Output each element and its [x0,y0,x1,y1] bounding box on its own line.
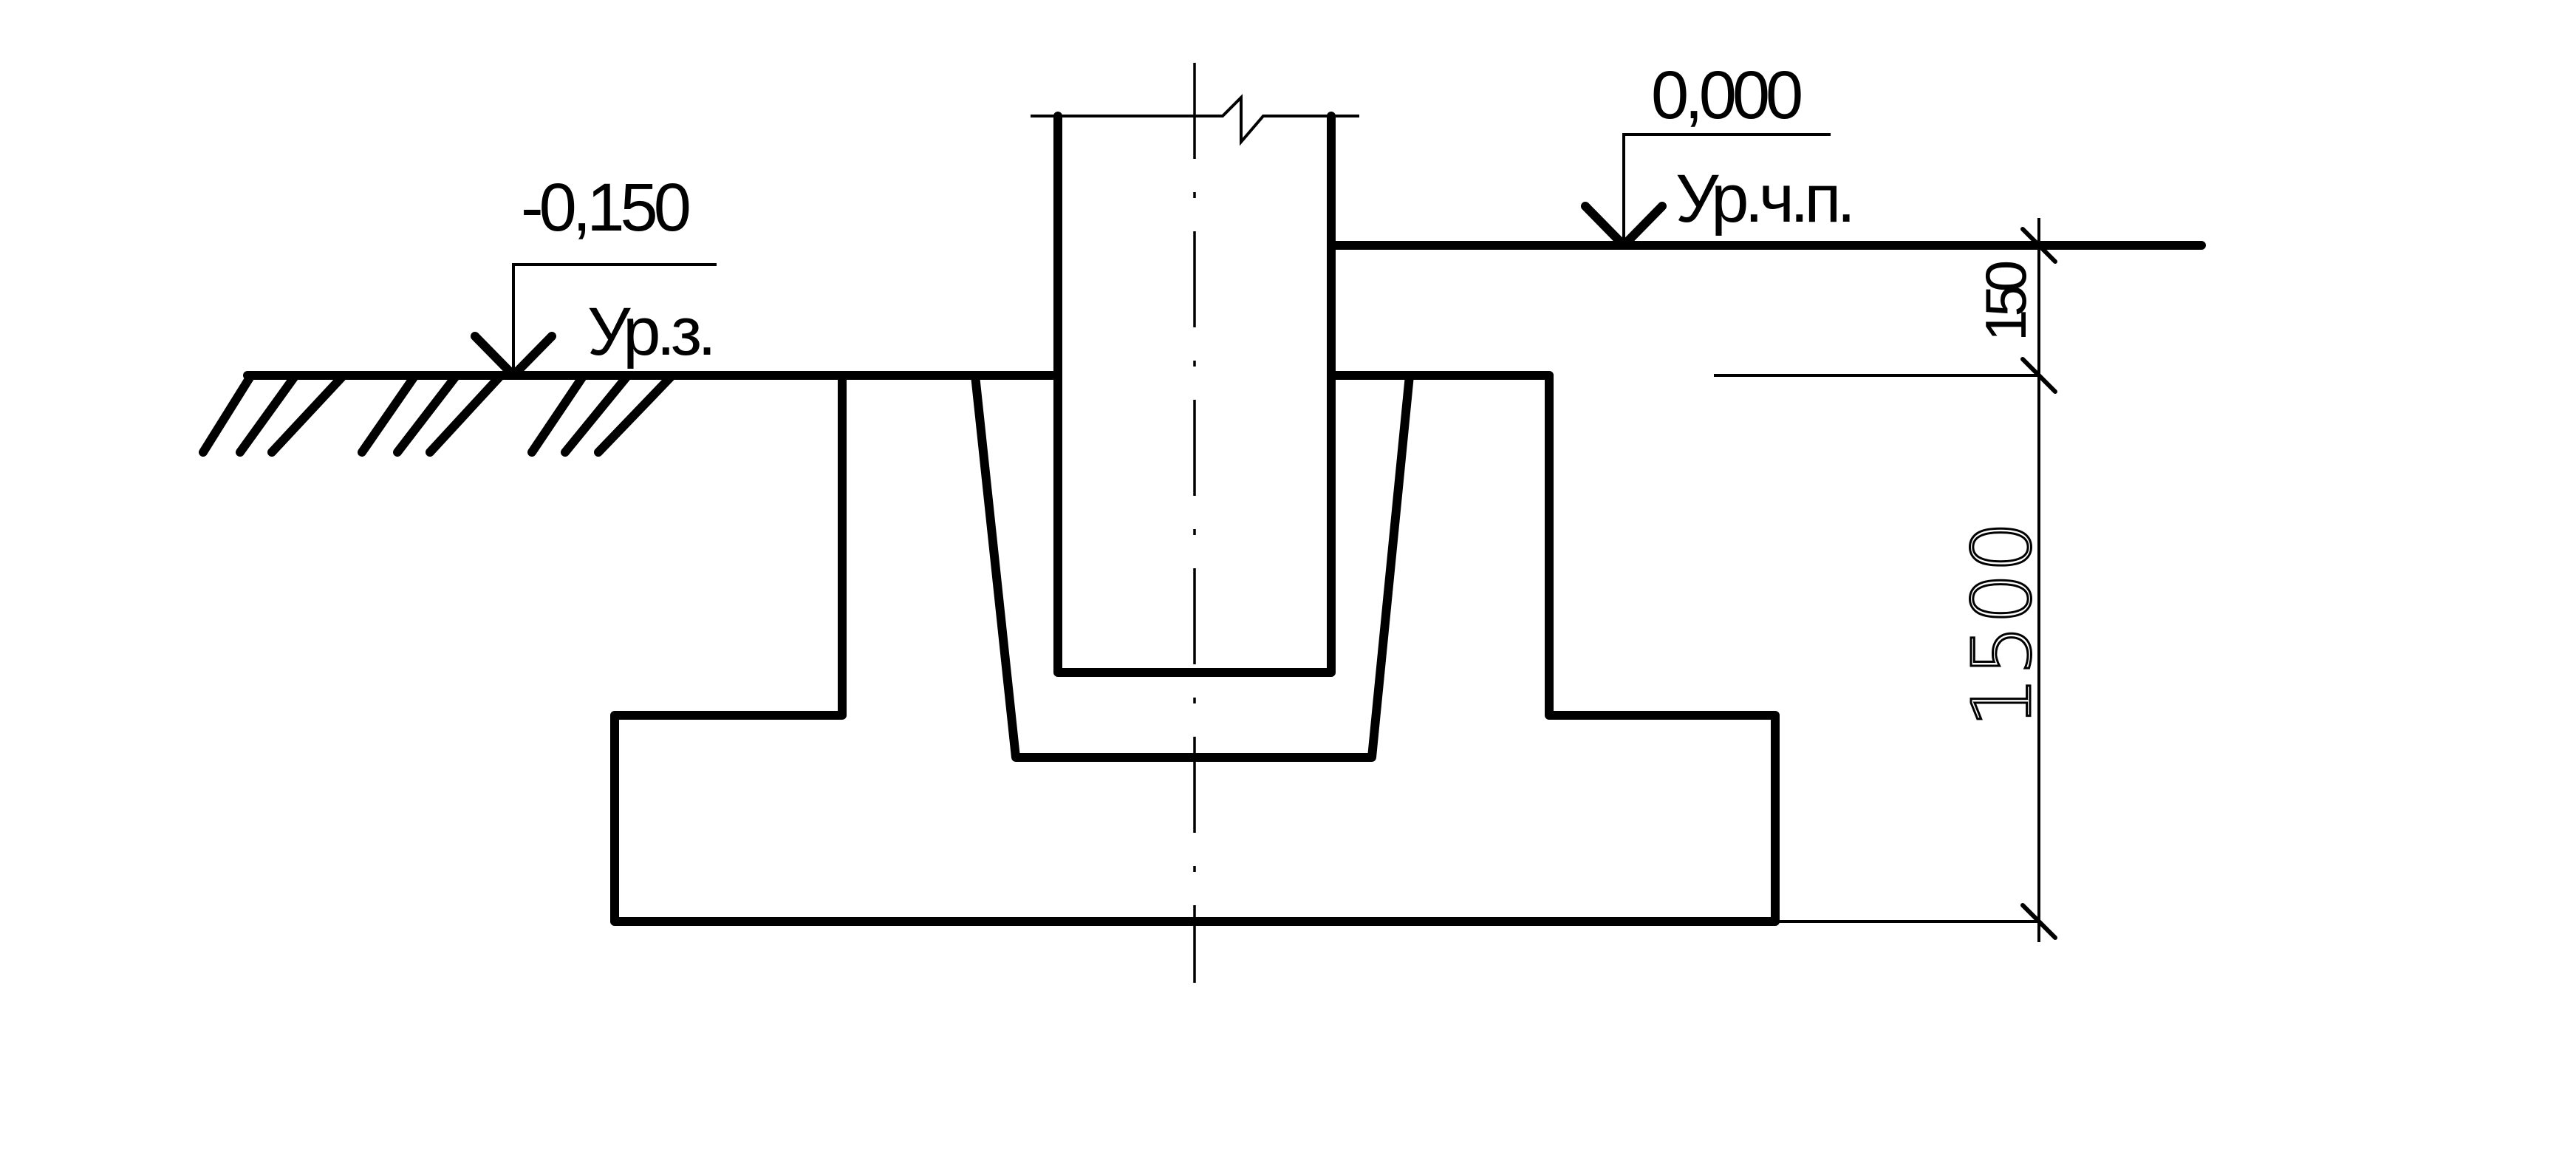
ground-level-value: -0,150 [521,170,689,245]
soil-hatching [199,371,677,457]
foundation-outline [610,371,1780,926]
ground-level-label: Ур.з. [587,294,712,369]
column-socket-outline [971,371,1414,762]
floor-level-label: Ур.ч.п. [1675,161,1851,236]
floor-level-marker [1581,133,1831,250]
dimension-lower-value: 1500 [1955,521,2049,728]
dimension-chain [1714,218,2057,942]
ground-level-marker [471,263,717,380]
floor-level-value: 0,000 [1651,58,1801,133]
dimension-upper-value: 150 [1973,262,2038,341]
column-break-line [1031,94,1359,146]
column-outline [1053,112,1336,677]
